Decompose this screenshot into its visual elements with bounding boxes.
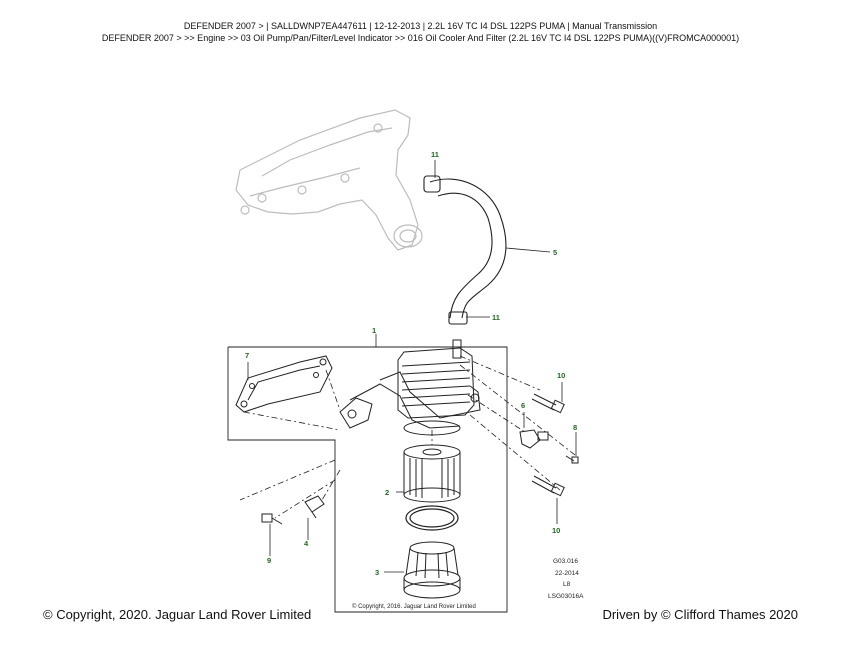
footer-driven-by: Driven by © Clifford Thames 2020: [602, 607, 798, 622]
callout-1[interactable]: 1: [372, 326, 376, 335]
callout-7[interactable]: 7: [245, 351, 249, 360]
filter-cap: [403, 541, 461, 599]
screw-small: [565, 455, 579, 464]
gasket-plate: [235, 355, 333, 413]
ref-level: L8: [563, 581, 571, 588]
callout-6[interactable]: 6: [521, 401, 525, 410]
page-header: DEFENDER 2007 > | SALLDWNP7EA447611 | 12…: [0, 20, 841, 44]
callout-11-lower[interactable]: 11: [492, 313, 500, 322]
oil-sensor: [519, 429, 549, 449]
callout-10-lower[interactable]: 10: [552, 526, 560, 535]
callout-8[interactable]: 8: [573, 423, 577, 432]
ref-code: G03.016: [553, 558, 578, 565]
header-vehicle-line: DEFENDER 2007 > | SALLDWNP7EA447611 | 12…: [183, 21, 658, 31]
callout-10-upper[interactable]: 10: [557, 371, 565, 380]
bolt-upper: [531, 393, 565, 414]
oil-filter-element: [403, 444, 461, 503]
assembly-box: [227, 346, 508, 613]
bolt-lower: [531, 475, 565, 497]
ghost-manifold: [235, 109, 423, 251]
oil-cooler-housing: [339, 339, 481, 436]
ref-drawing: LSG03016A: [548, 593, 584, 600]
assembly-lines: [239, 355, 576, 519]
breather-hose: [423, 175, 507, 325]
bolt-9: [261, 513, 283, 525]
callout-9[interactable]: 9: [267, 556, 271, 565]
callout-5[interactable]: 5: [553, 248, 557, 257]
callout-2[interactable]: 2: [385, 488, 389, 497]
header-breadcrumb-line: DEFENDER 2007 > >> Engine >> 03 Oil Pump…: [101, 33, 740, 43]
o-ring: [405, 505, 459, 531]
diagram-copyright: © Copyright, 2016. Jaguar Land Rover Lim…: [352, 603, 476, 610]
ref-date: 22-2014: [555, 570, 579, 577]
pressure-switch: [304, 495, 325, 519]
callout-3[interactable]: 3: [375, 568, 379, 577]
callout-11-upper[interactable]: 11: [431, 150, 439, 159]
callout-4[interactable]: 4: [304, 539, 309, 548]
footer-copyright: © Copyright, 2020. Jaguar Land Rover Lim…: [43, 607, 312, 622]
leader-lines: [247, 160, 577, 573]
